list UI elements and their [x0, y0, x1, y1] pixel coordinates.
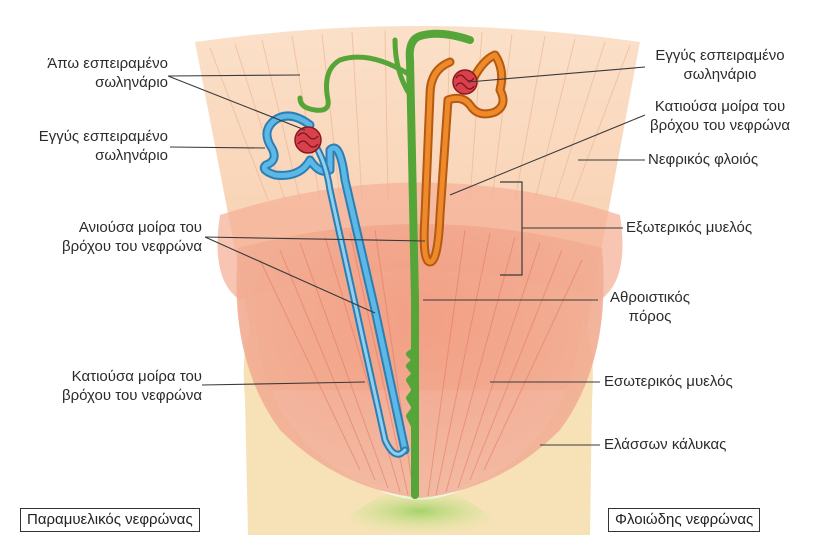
label-outer-medulla: Εξωτερικός μυελός — [626, 218, 752, 237]
label-renal-cortex: Νεφρικός φλοιός — [648, 150, 758, 169]
label-ascending-limb: Ανιούσα μοίρα του βρόχου του νεφρώνα — [20, 218, 202, 256]
label-collecting-duct: Αθροιστικός πόρος — [590, 288, 710, 326]
label-inner-medulla: Εσωτερικός μυελός — [604, 372, 733, 391]
glomerulus-icon — [295, 127, 321, 153]
juxtamedullary-nephron-title: Παραμυελικός νεφρώνας — [20, 508, 200, 532]
label-descending-limb-right: Κατιούσα μοίρα του βρόχου του νεφρώνα — [640, 97, 800, 135]
label-minor-calyx: Ελάσσων κάλυκας — [604, 435, 726, 454]
cortical-nephron-title: Φλοιώδης νεφρώνας — [608, 508, 760, 532]
label-distal-convoluted-tubule-left: Άπω εσπειραμένο σωληνάριο — [28, 54, 168, 92]
label-descending-limb-left: Κατιούσα μοίρα του βρόχου του νεφρώνα — [20, 367, 202, 405]
label-proximal-convoluted-tubule-left: Εγγύς εσπειραμένο σωληνάριο — [10, 127, 168, 165]
label-proximal-convoluted-tubule-right: Εγγύς εσπειραμένο σωληνάριο — [640, 46, 800, 84]
